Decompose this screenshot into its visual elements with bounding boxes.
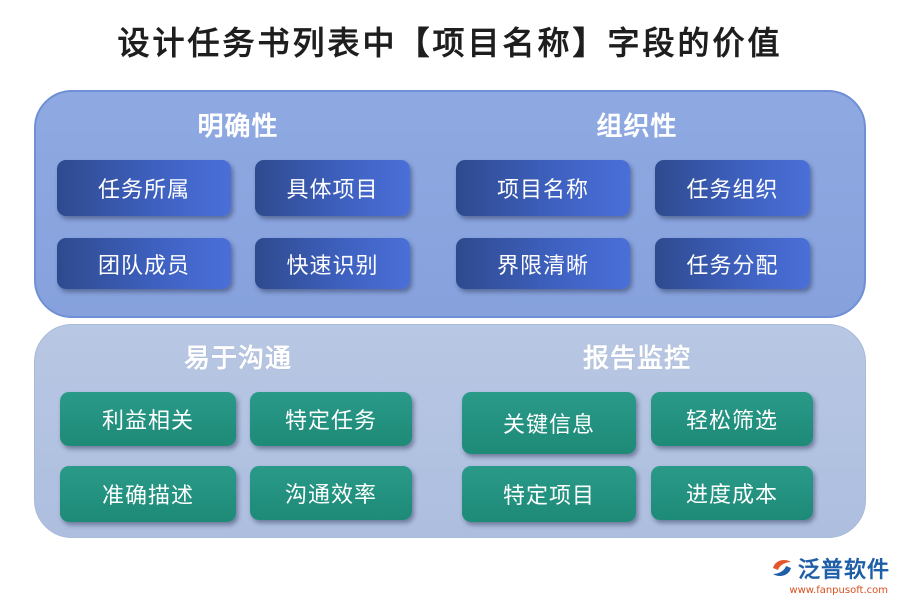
page-title: 设计任务书列表中【项目名称】字段的价值 [117,24,783,62]
tag-accurate-description: 准确描述 [60,466,236,522]
tag-specific-project-2: 特定项目 [462,466,636,522]
heading-report-monitoring: 报告监控 [582,344,691,374]
fanpu-logo-icon [772,560,791,576]
heading-clarity: 明确性 [197,112,279,142]
tag-quick-identify: 快速识别 [255,238,410,289]
tag-task-assignment: 任务分配 [655,238,810,289]
tag-easy-filtering: 轻松筛选 [651,392,813,446]
heading-organization: 组织性 [596,112,678,142]
tag-task-ownership: 任务所属 [57,160,231,216]
heading-easy-communication: 易于沟通 [183,344,292,374]
tag-project-name: 项目名称 [456,160,630,216]
tag-progress-cost: 进度成本 [651,466,813,520]
logo-name: 泛普软件 [797,558,890,583]
tag-task-organization: 任务组织 [655,160,810,216]
tag-communication-efficiency: 沟通效率 [250,466,412,520]
tag-key-information: 关键信息 [462,392,636,454]
tag-specific-project: 具体项目 [255,160,410,216]
tag-stakeholders: 利益相关 [60,392,236,446]
brand-logo: 泛普软件 [770,552,890,584]
logo-url: www.fanpusoft.com [789,585,888,596]
tag-clear-boundaries: 界限清晰 [456,238,630,289]
tag-specific-task: 特定任务 [250,392,412,446]
tag-team-members: 团队成员 [57,238,231,289]
